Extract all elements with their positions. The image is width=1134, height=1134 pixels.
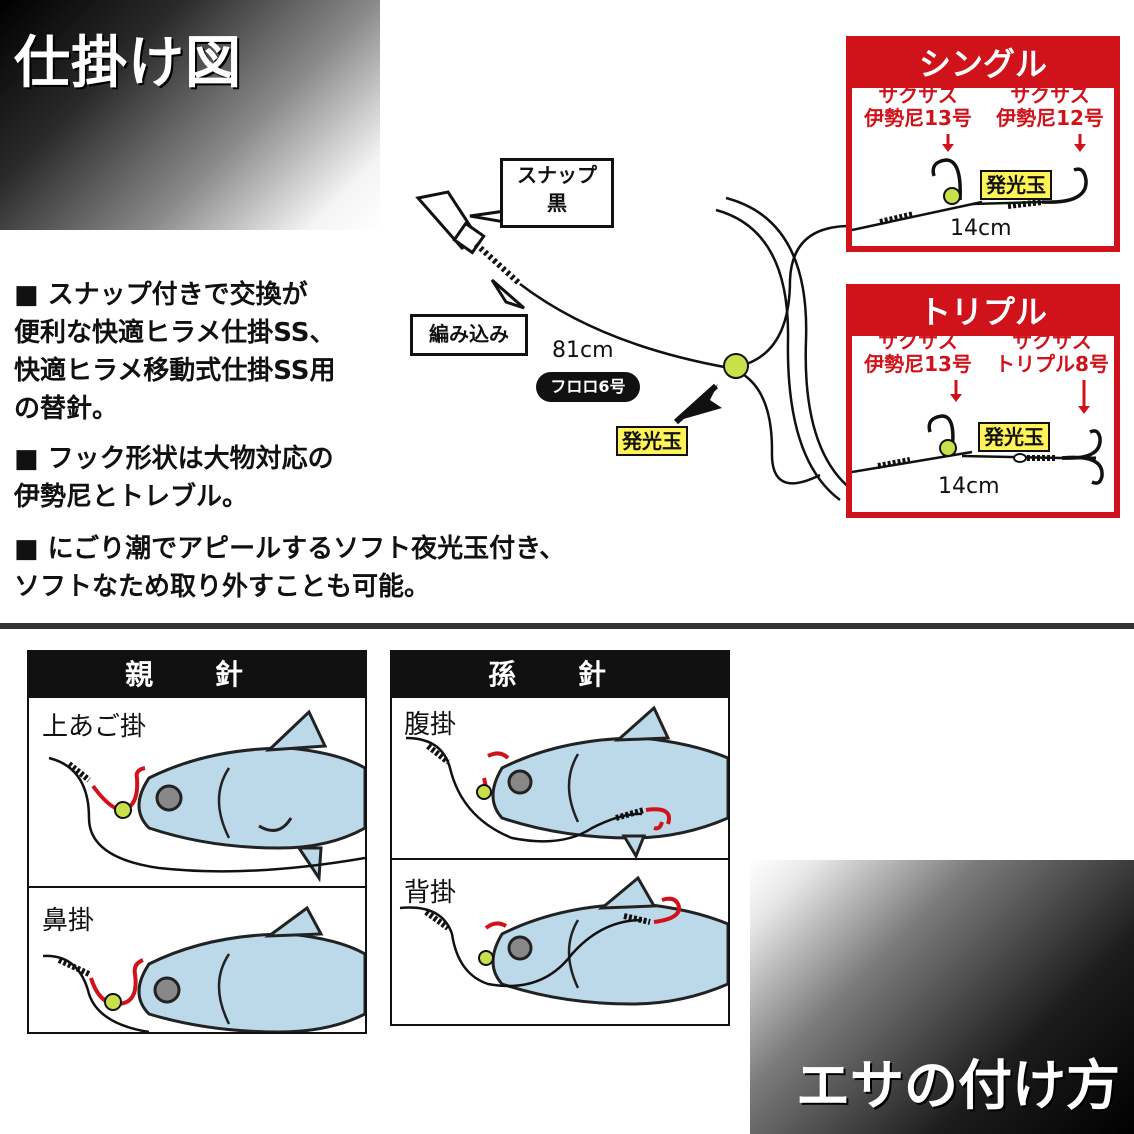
line-spec-badge: フロロ6号	[536, 372, 640, 402]
triple-hook1-label: サクサス 伊勢尼13号	[864, 329, 972, 376]
braid-line	[473, 241, 523, 287]
mago-label-belly: 腹掛	[404, 710, 457, 740]
section-divider	[0, 623, 1134, 629]
mago-title: 孫 針	[392, 652, 728, 698]
snap-label: スナップ	[517, 163, 597, 187]
snap-color-label: 黒	[547, 191, 567, 215]
snap-icon	[415, 190, 486, 255]
bait-method-title: エサの付け方	[796, 1054, 1120, 1117]
glow-label-main: 発光玉	[616, 426, 688, 456]
fish-nose-hook	[42, 905, 365, 1032]
corner-gradient	[750, 860, 1134, 1134]
oya-label-jaw: 上あご掛	[42, 712, 147, 742]
triple-hook-drawing	[852, 380, 1104, 485]
rig-length: 81cm	[552, 338, 614, 363]
oya-cell-divider	[29, 886, 365, 888]
fish-jaw-hook	[48, 709, 365, 883]
braid-callout: 編み込み	[410, 314, 528, 356]
oya-label-nose: 鼻掛	[42, 906, 95, 936]
single-hook1-label: サクサス 伊勢尼13号	[864, 83, 972, 130]
main-line	[519, 283, 731, 370]
mago-label-back: 背掛	[404, 878, 457, 908]
bullet-snap: ■ スナップ付きで交換が 便利な快適ヒラメ仕掛SS、 快適ヒラメ移動式仕掛SS用…	[14, 280, 336, 424]
single-title: シングル	[852, 42, 1114, 88]
single-hook2-label: サクサス 伊勢尼12号	[996, 83, 1104, 130]
bullet-glow-bead: ■ にごり潮でアピールするソフト夜光玉付き、 ソフトなため取り外すことも可能。	[14, 534, 566, 602]
triple-title: トリプル	[852, 290, 1114, 336]
branch-lower	[729, 366, 821, 485]
oya-title: 親 針	[29, 652, 365, 698]
rig-diagram	[415, 190, 853, 502]
fish-belly-hook	[405, 705, 728, 858]
snap-callout: スナップ 黒	[500, 158, 614, 228]
single-hook-drawing	[852, 134, 1088, 232]
triple-length: 14cm	[938, 474, 1000, 499]
single-length: 14cm	[950, 216, 1012, 241]
single-glow-label: 発光玉	[980, 170, 1052, 200]
glow-bead-main	[723, 353, 749, 379]
header-gradient	[0, 0, 380, 230]
fish-back-hook	[399, 875, 728, 1006]
triple-hook2-label: サクサス トリプル8号	[995, 329, 1109, 376]
bullet-hook-shape: ■ フック形状は大物対応の 伊勢尼とトレブル。	[14, 444, 334, 512]
triple-glow-label: 発光玉	[978, 422, 1050, 452]
mago-cell-divider	[392, 858, 728, 860]
branch-upper	[729, 224, 851, 370]
triple-hook-box: トリプル	[846, 284, 1120, 518]
page-title: 仕掛け図	[14, 31, 242, 96]
